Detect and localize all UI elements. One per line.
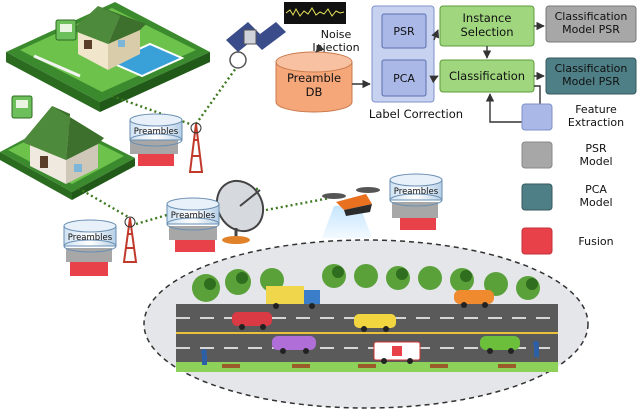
- car-icon: [454, 290, 494, 308]
- car-icon: [480, 336, 520, 354]
- legend-item-fusion: Fusion: [521, 227, 614, 255]
- pca-label: PCA: [393, 72, 415, 85]
- classification-node: Classification: [439, 59, 535, 93]
- preambles-device: Preambles: [129, 113, 183, 166]
- truck-icon: [266, 286, 320, 309]
- pedestrian-icon: [201, 341, 539, 365]
- taxi-icon: [354, 314, 396, 332]
- svg-text:Fusion: Fusion: [578, 235, 613, 248]
- satellite-dish-icon: [215, 179, 265, 244]
- drone-icon: [322, 187, 380, 238]
- signal-waveform: [284, 2, 346, 24]
- preambles-device: Preambles: [389, 173, 443, 230]
- preambles-label: Preambles: [394, 187, 439, 197]
- wireless-links: [77, 67, 331, 226]
- label-correction-label: Label Correction: [369, 107, 463, 121]
- bench-icon: [222, 364, 516, 368]
- preambles-label: Preambles: [171, 211, 216, 221]
- feature-extraction-group: PSR PCA: [371, 5, 435, 103]
- psr-label: PSR: [393, 25, 415, 38]
- tree-row: [192, 264, 540, 302]
- house-icon: [0, 95, 135, 200]
- preambles-label: Preambles: [68, 233, 113, 243]
- street-scene: [143, 239, 589, 409]
- classification-label: Classification: [449, 69, 525, 83]
- preambles-device: Preambles: [63, 219, 117, 276]
- car-icon: [232, 312, 272, 330]
- preambles-label: Preambles: [134, 127, 179, 137]
- satellite-icon: [226, 22, 286, 69]
- car-icon: [272, 336, 316, 354]
- preambles-device: Preambles: [166, 197, 220, 252]
- cell-tower-icon: [122, 216, 138, 263]
- house-with-pool-icon: [6, 2, 210, 112]
- cell-tower-icon: [188, 122, 204, 173]
- ambulance-icon: [373, 341, 421, 364]
